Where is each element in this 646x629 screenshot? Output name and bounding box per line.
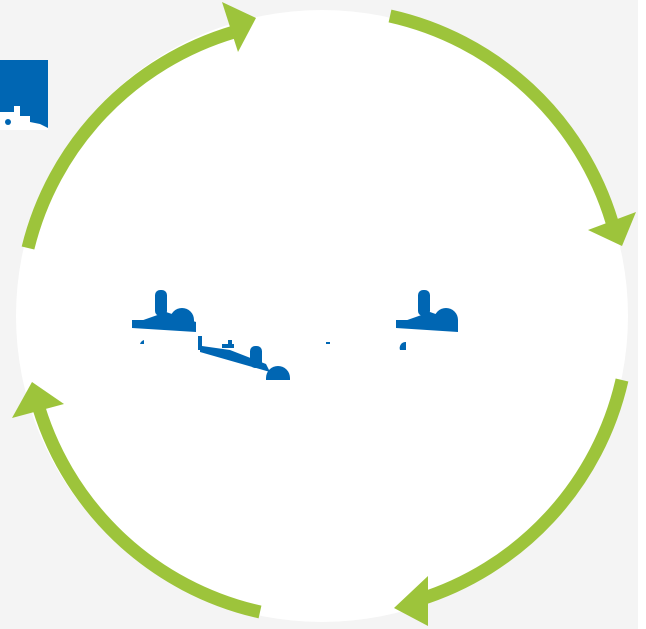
stray-mark <box>326 342 330 344</box>
machine-icon <box>198 336 290 380</box>
cycle-arrow-bottom-right <box>416 378 629 607</box>
machine-icon <box>396 290 458 350</box>
logo-tile <box>0 60 48 130</box>
machine-icon <box>132 290 196 344</box>
arrowhead-top-right <box>588 212 636 246</box>
arrowhead-bottom-right <box>394 576 428 626</box>
cycle-arrows <box>21 9 629 619</box>
cycle-arrow-bottom-left <box>29 396 262 619</box>
cycle-arrow-top-left <box>21 25 236 250</box>
center-circle <box>16 10 628 622</box>
arrowhead-top-left <box>222 2 256 52</box>
arrowhead-bottom-left <box>12 382 64 418</box>
arrow-heads <box>12 2 636 626</box>
cycle-arrow-top-right <box>388 9 619 224</box>
